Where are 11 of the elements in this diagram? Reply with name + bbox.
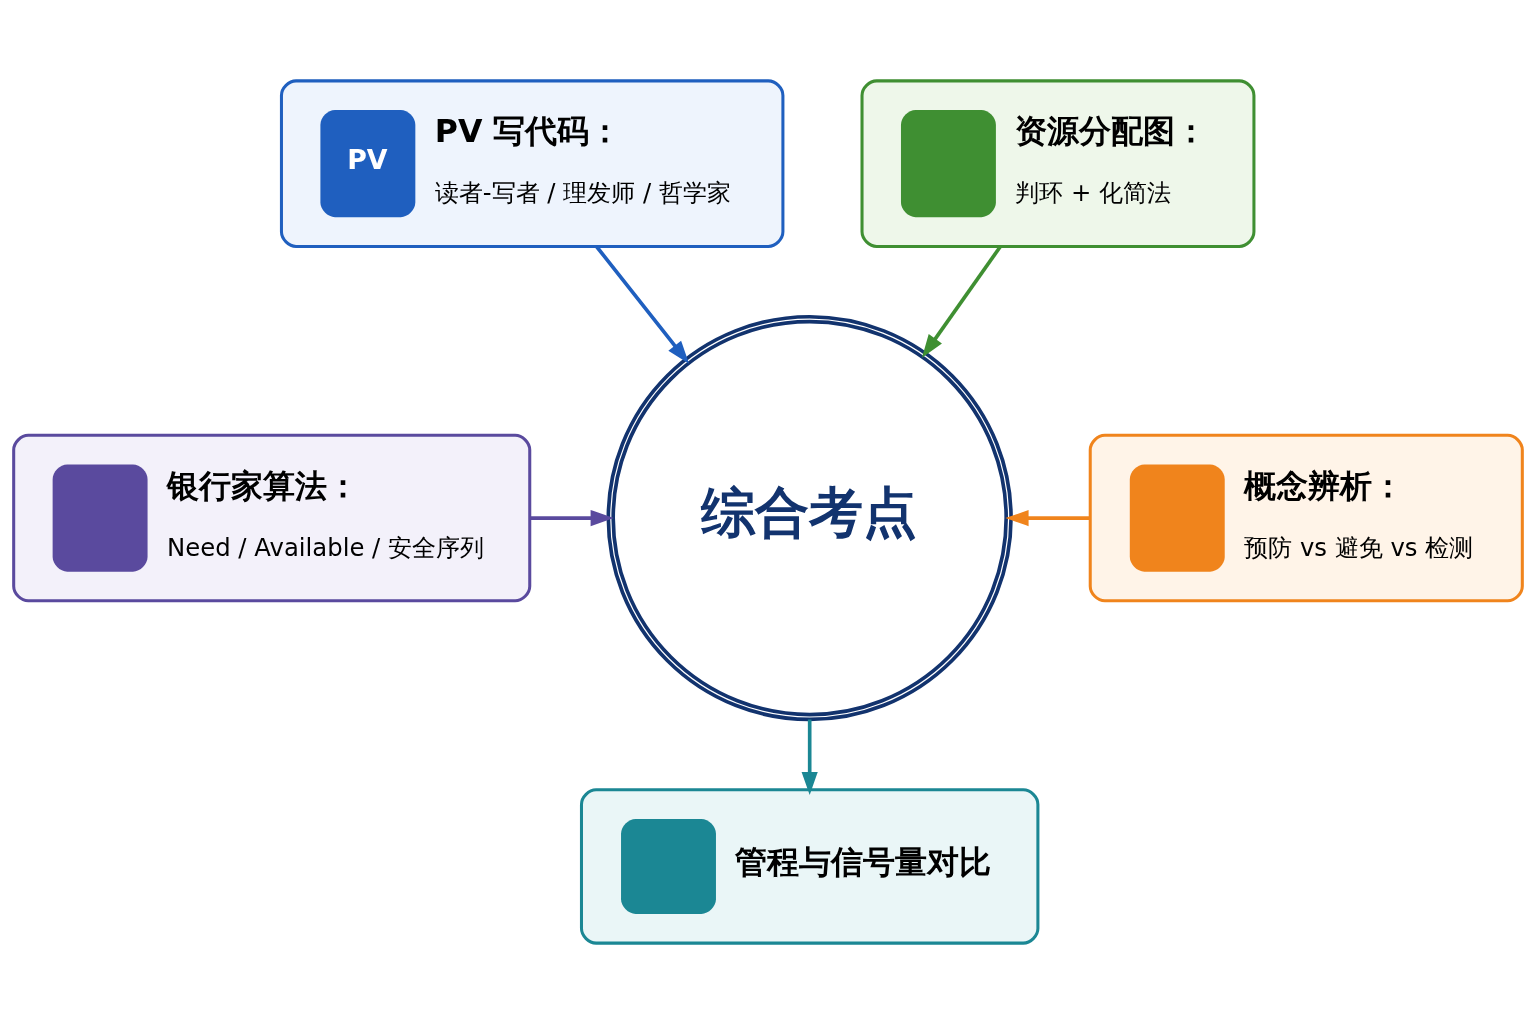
node-box: 管程与信号量对比: [579, 788, 1040, 945]
node-box: 资源分配图： 判环 + 化简法: [860, 79, 1256, 248]
node-box: 银行家算法： Need / Available / 安全序列: [12, 433, 532, 603]
node-box: PV PV 写代码： 读者-写者 / 理发师 / 哲学家: [279, 79, 785, 248]
arrow: [595, 245, 690, 364]
node-circle: 综合考点: [606, 314, 1013, 722]
arrow: [530, 509, 614, 527]
arrow: [801, 719, 818, 796]
arrow: [921, 245, 1002, 358]
node-box: 概念辨析： 预防 vs 避免 vs 检测: [1088, 433, 1524, 603]
arrow: [1005, 509, 1090, 527]
